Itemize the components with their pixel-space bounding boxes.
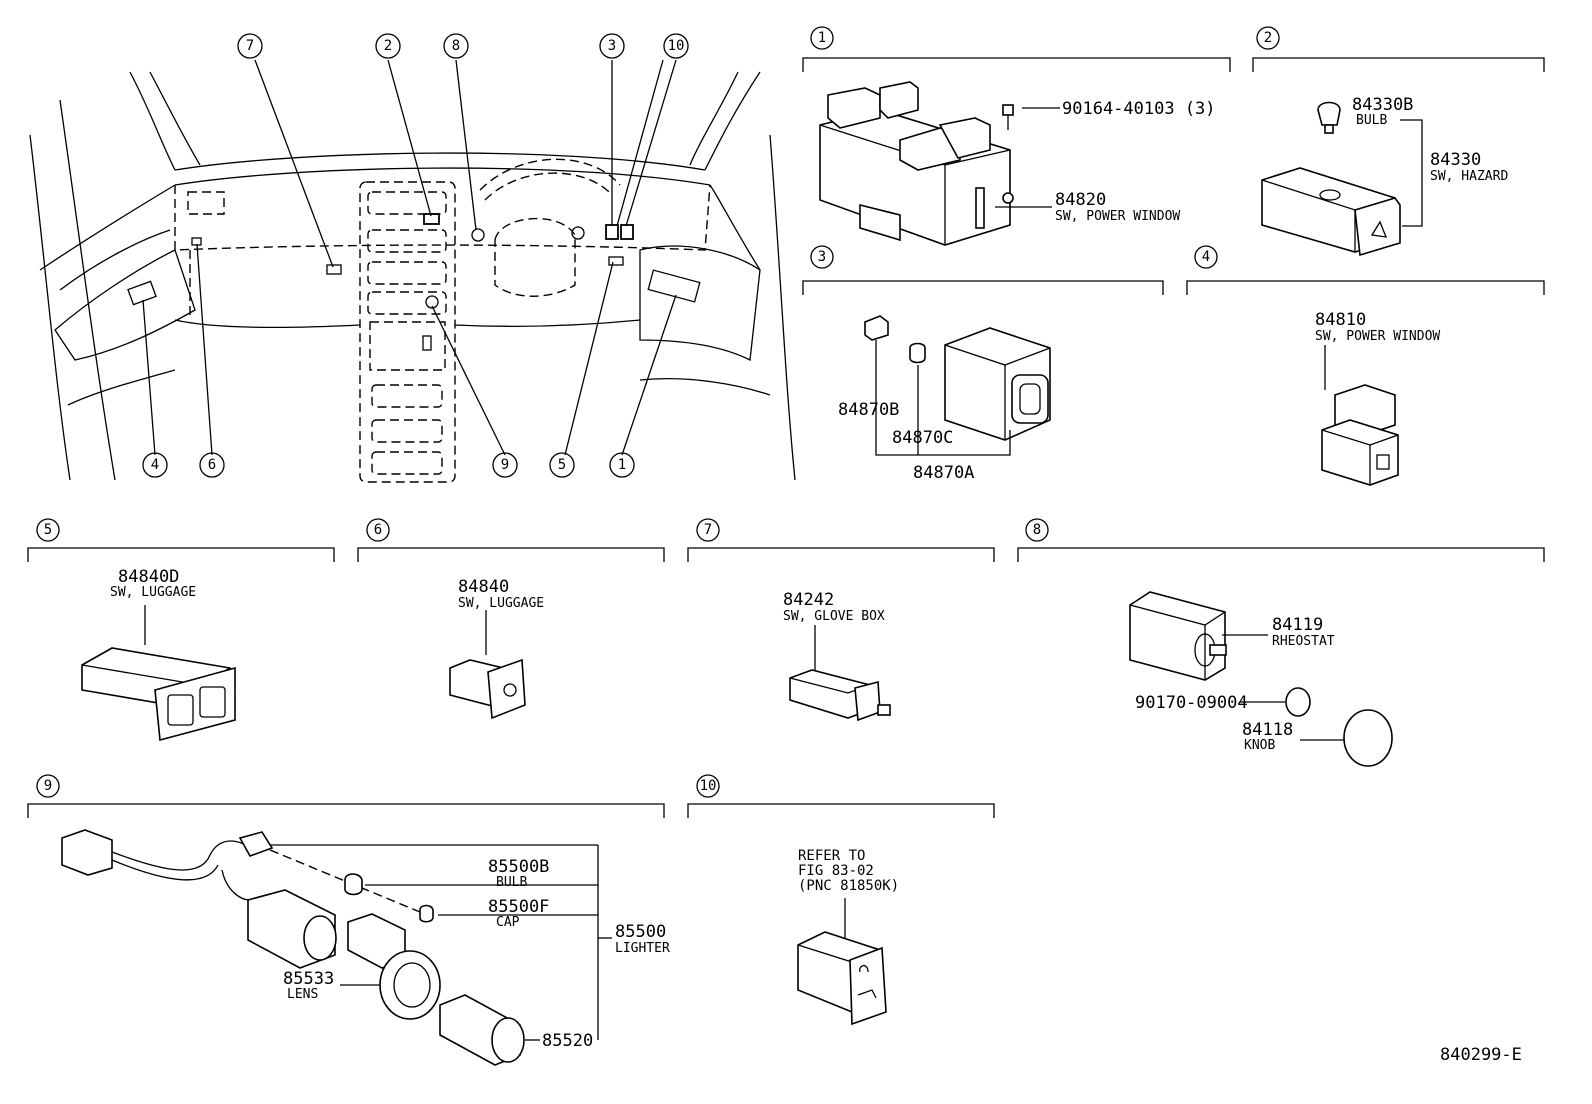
panel-4-drawing	[1321, 345, 1399, 486]
panel-5-drawing	[81, 605, 236, 742]
panel-5-callout: 5	[36, 518, 60, 542]
part-85520: 85520	[542, 1031, 593, 1051]
panel-8-drawing	[1129, 591, 1393, 767]
overview-callout-circle	[663, 33, 689, 59]
overview-callout-circle	[199, 452, 225, 478]
panel-3-drawing	[864, 315, 1051, 456]
part-84118: 84118	[1242, 720, 1293, 740]
overview-callout-circle	[237, 33, 263, 59]
overview-callout-circle	[609, 452, 635, 478]
panel-10-number: 10	[700, 778, 717, 794]
part-84242-desc: SW, GLOVE BOX	[783, 609, 885, 624]
part-90164-40103: 90164-40103 (3)	[1062, 99, 1216, 119]
part-85500B-desc: BULB	[496, 875, 527, 890]
overview-callout-circle	[599, 33, 625, 59]
panel-2-callout: 2	[1256, 26, 1280, 50]
panel-2-drawing	[1261, 101, 1423, 257]
panel-6-callout: 6	[366, 518, 390, 542]
part-84119: 84119	[1272, 615, 1323, 635]
refer-note-line-2: FIG 83-02	[798, 863, 874, 879]
overview-callout-circle	[492, 452, 518, 478]
panel-9-number: 9	[44, 778, 52, 794]
overview-callout-1: 1	[618, 457, 626, 473]
part-84840: 84840	[458, 577, 509, 597]
overview-callout-circle	[549, 452, 575, 478]
panel-4-number: 4	[1202, 249, 1210, 265]
part-84870A: 84870A	[913, 463, 974, 483]
overview-callout-7: 7	[246, 38, 254, 54]
panel-10-callout: 10	[696, 774, 720, 798]
overview-callout-2: 2	[384, 38, 392, 54]
figure-id: 840299-E	[1440, 1045, 1522, 1065]
overview-callout-circle	[375, 33, 401, 59]
part-84330-desc: SW, HAZARD	[1430, 169, 1508, 184]
part-85500F-desc: CAP	[496, 915, 520, 930]
panel-7-callout: 7	[696, 518, 720, 542]
overview-callout-4: 4	[151, 457, 159, 473]
panel-1-drawing	[819, 81, 1060, 246]
part-85500-desc: LIGHTER	[615, 941, 670, 956]
part-85500F: 85500F	[488, 897, 549, 917]
part-84330: 84330	[1430, 150, 1481, 170]
overview-callout-3: 3	[608, 38, 616, 54]
dashboard-overview	[29, 59, 796, 483]
part-90170-09004: 90170-09004	[1135, 693, 1248, 713]
refer-note-line-1: REFER TO	[798, 848, 865, 864]
overview-callout-8: 8	[452, 38, 460, 54]
part-84119-desc: RHEOSTAT	[1272, 634, 1335, 649]
part-84840D: 84840D	[118, 567, 179, 587]
panel-5-number: 5	[44, 522, 52, 538]
panel-4-callout: 4	[1194, 245, 1218, 269]
part-85533-desc: LENS	[287, 987, 318, 1002]
part-84870B: 84870B	[838, 400, 899, 420]
part-84870C: 84870C	[892, 428, 953, 448]
overview-callout-9: 9	[501, 457, 509, 473]
part-84242: 84242	[783, 590, 834, 610]
panel-6-number: 6	[374, 522, 382, 538]
part-85533: 85533	[283, 969, 334, 989]
refer-note-line-3: (PNC 81850K)	[798, 878, 899, 894]
panel-9-callout: 9	[36, 774, 60, 798]
panel-3-number: 3	[818, 249, 826, 265]
panel-7-drawing	[789, 625, 891, 722]
part-85500B: 85500B	[488, 857, 549, 877]
overview-callouts: 7 2 8 3 10 4 6 9 5 1	[142, 33, 689, 478]
overview-callout-circle	[443, 33, 469, 59]
part-84330B-desc: BULB	[1356, 113, 1387, 128]
panel-7-number: 7	[704, 522, 712, 538]
overview-callout-6: 6	[208, 457, 216, 473]
panel-frames	[27, 57, 1545, 818]
overview-callout-10: 10	[668, 38, 685, 54]
panel-3-callout: 3	[810, 245, 834, 269]
overview-callout-circle	[142, 452, 168, 478]
panel-2-number: 2	[1264, 30, 1272, 46]
overview-callout-5: 5	[558, 457, 566, 473]
part-84810-desc: SW, POWER WINDOW	[1315, 329, 1440, 344]
panel-8-callout: 8	[1025, 518, 1049, 542]
panel-6-drawing	[449, 610, 526, 720]
part-84840-desc: SW, LUGGAGE	[458, 596, 544, 611]
panel-8-number: 8	[1033, 522, 1041, 538]
panel-1-callout: 1	[810, 26, 834, 50]
part-84840D-desc: SW, LUGGAGE	[110, 585, 196, 600]
panel-10-drawing	[797, 898, 887, 1026]
part-84330B: 84330B	[1352, 95, 1413, 115]
panel-1-number: 1	[818, 30, 826, 46]
part-84820: 84820	[1055, 190, 1106, 210]
part-84118-desc: KNOB	[1244, 738, 1275, 753]
part-84820-desc: SW, POWER WINDOW	[1055, 209, 1180, 224]
part-84810: 84810	[1315, 310, 1366, 330]
panel-9-drawing	[61, 829, 612, 1066]
part-85500: 85500	[615, 922, 666, 942]
